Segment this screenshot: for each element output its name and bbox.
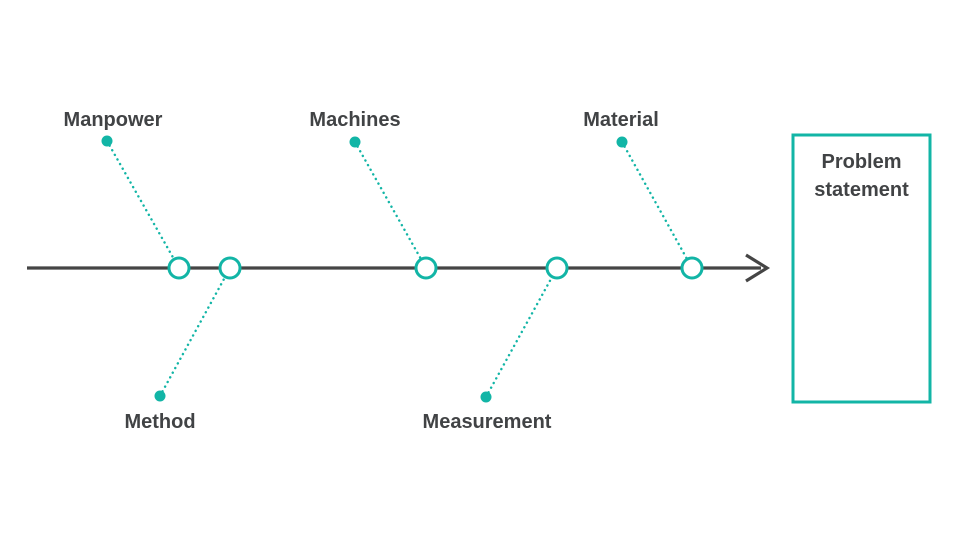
cause-label-manpower: Manpower (64, 109, 163, 131)
cause-branches (101, 135, 694, 403)
cause-label-machines: Machines (309, 109, 400, 131)
branch-line-manpower (105, 139, 181, 270)
branch-line-measurement (484, 266, 559, 399)
spine-node-measurement (545, 256, 569, 280)
spine-arrowhead-icon (745, 253, 771, 283)
cause-dot-manpower (101, 135, 113, 147)
branch-line-material (620, 140, 694, 270)
spine-node-method (218, 256, 242, 280)
problem-statement-box (791, 133, 932, 404)
problem-box-group: Problem statement (791, 133, 932, 404)
cause-dot-measurement (480, 391, 492, 403)
branch-line-machines (353, 140, 428, 270)
spine-node-manpower (167, 256, 191, 280)
spine-group (27, 253, 771, 283)
problem-statement-label-line1: Problem (821, 151, 901, 173)
cause-dot-method (154, 390, 166, 402)
spine-node-material (680, 256, 704, 280)
cause-label-material: Material (583, 109, 659, 131)
spine-node-machines (414, 256, 438, 280)
cause-dot-material (616, 136, 628, 148)
problem-statement-label-line2: statement (814, 179, 909, 201)
branch-line-method (158, 266, 232, 398)
cause-label-method: Method (124, 411, 195, 433)
cause-label-measurement: Measurement (423, 411, 552, 433)
cause-dot-machines (349, 136, 361, 148)
spine-nodes (167, 256, 704, 280)
